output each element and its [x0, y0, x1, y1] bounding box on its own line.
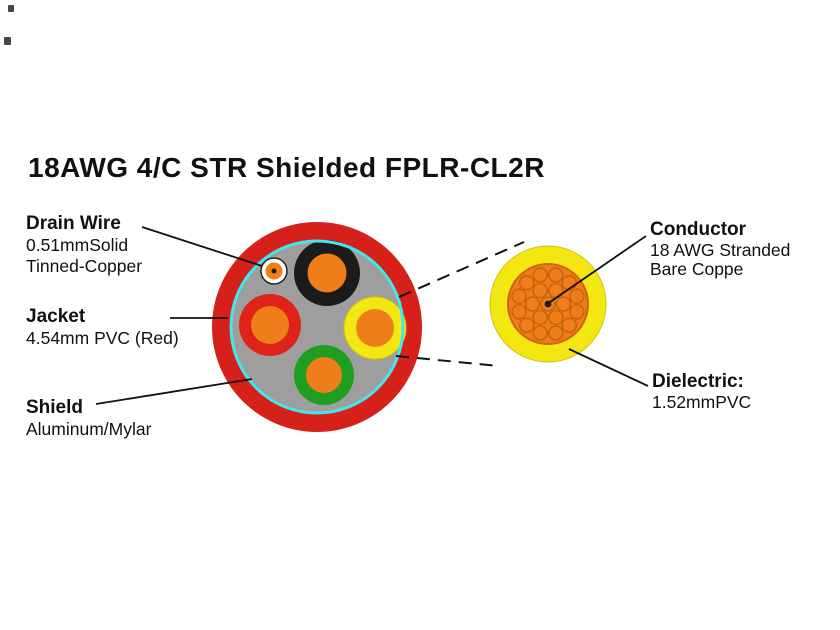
shield-label-line1: Aluminum/Mylar: [26, 419, 152, 439]
drain-wire-pointer: [141, 226, 263, 267]
conductor-strands: [511, 267, 585, 341]
conductor-label-title: Conductor: [650, 219, 747, 240]
strand: [532, 282, 549, 299]
strand: [555, 296, 572, 312]
shield-label: Shield Aluminum/Mylar: [26, 397, 151, 440]
magnify-line-bottom: [395, 355, 500, 367]
jacket-label-line1: 4.54mm PVC (Red): [26, 328, 179, 348]
conductor-pointer: [549, 235, 647, 303]
drain-wire-label: Drain Wire 0.51mmSolid Tinned-Copper: [26, 213, 142, 277]
strand: [547, 267, 564, 283]
cable-cross-section: [212, 222, 422, 432]
strand: [547, 325, 564, 341]
conductor-label-line1: 18 AWG Stranded: [650, 240, 791, 260]
strand: [532, 267, 549, 283]
jacket-label-title: Jacket: [26, 306, 86, 327]
dielectric-label-title: Dielectric:: [652, 371, 744, 392]
strand: [532, 309, 549, 326]
strand: [547, 309, 564, 326]
shield-ring: [229, 239, 405, 415]
strand: [532, 325, 549, 341]
dielectric-label-line1: 1.52mmPVC: [652, 392, 752, 412]
artifact-mark-top: [8, 5, 14, 12]
dielectric-pointer: [568, 348, 649, 387]
strand: [511, 303, 527, 320]
diagram-title: 18AWG 4/C STR Shielded FPLR-CL2R: [28, 152, 545, 183]
shield-label-title: Shield: [26, 397, 84, 418]
strand: [561, 317, 578, 334]
insulated-conductor-green: [294, 345, 354, 405]
insulated-conductor-black: [294, 240, 360, 306]
conductor-label: Conductor 18 AWG Stranded Bare Coppe: [650, 219, 790, 279]
drain-wire-center-dot: [271, 268, 277, 274]
drain-wire-label-line2: Tinned-Copper: [26, 256, 143, 276]
strand: [511, 288, 527, 305]
magnify-line-top: [398, 241, 525, 298]
insulated-conductor-yellow: [343, 296, 407, 360]
drain-wire-label-title: Drain Wire: [26, 213, 121, 234]
jacket-label: Jacket 4.54mm PVC (Red): [26, 306, 179, 349]
shield-pointer: [95, 378, 253, 405]
strand: [569, 303, 585, 320]
dielectric-label: Dielectric: 1.52mmPVC: [652, 371, 751, 412]
strand: [524, 296, 541, 312]
strand: [518, 317, 535, 334]
strand: [561, 274, 578, 291]
conductor-pointer-dot: [544, 300, 552, 308]
conductor-label-line2: Bare Coppe: [650, 259, 744, 279]
strand: [569, 288, 585, 305]
insulated-conductor-red: [239, 294, 301, 356]
drain-wire-label-line1: 0.51mmSolid: [26, 235, 129, 255]
artifact-mark-left: [4, 37, 11, 45]
strand: [518, 274, 535, 291]
